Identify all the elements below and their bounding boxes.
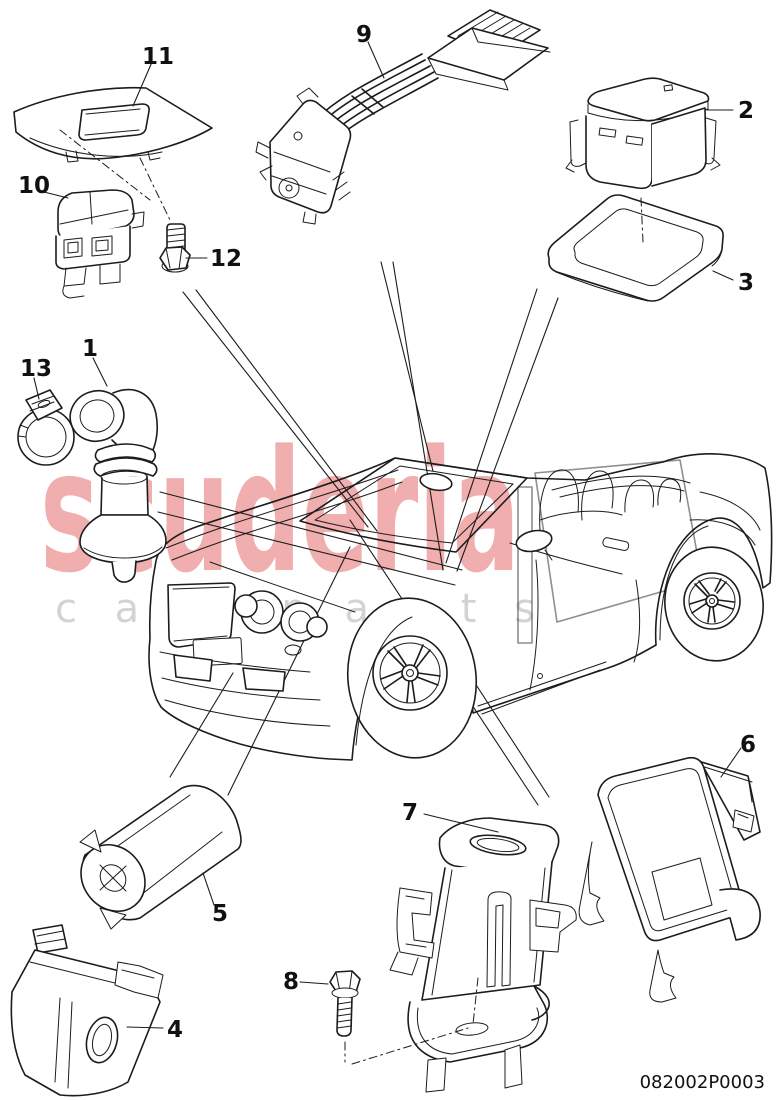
part-11-trim-panel: [13, 86, 213, 163]
part-2-housing: [565, 77, 721, 190]
front-wheel-spokes: [380, 644, 441, 703]
part-8-bolt: [329, 970, 361, 1037]
part-9-harness-switch: [255, 9, 551, 225]
rear-wheel-spokes: [689, 578, 735, 623]
callout-2: 2: [738, 98, 754, 124]
sun-visor: [419, 472, 453, 492]
part-10-switch: [55, 189, 145, 299]
part-12-screw: [159, 223, 191, 273]
document-code: 082002P0003: [640, 1072, 765, 1093]
callout-8: 8: [283, 969, 299, 995]
front-grille: [167, 582, 236, 648]
front-bumper: [159, 637, 543, 727]
callout-1: 1: [82, 336, 98, 362]
car-illustration: [148, 453, 773, 761]
callout-9: 9: [356, 22, 372, 48]
callout-3: 3: [738, 270, 754, 296]
rear-wheel: [659, 525, 764, 662]
part-13-hose-clamp: [17, 389, 75, 466]
door-handle: [602, 537, 630, 551]
callout-4: 4: [167, 1017, 183, 1043]
callout-7: 7: [402, 800, 418, 826]
harness-connector: [427, 9, 551, 91]
assembly-dash-lines: [59, 129, 644, 1065]
callout-6: 6: [740, 732, 756, 758]
callout-5: 5: [212, 901, 228, 927]
part-6-module: [578, 756, 761, 1003]
callout-11: 11: [142, 44, 174, 70]
part-7-holder: [389, 817, 577, 1093]
side-mirror: [515, 529, 553, 561]
part-5-sensor: [79, 784, 242, 930]
part-1-elbow-pipe: [69, 388, 167, 583]
part-3-seal-frame: [547, 194, 724, 302]
callout-13: 13: [20, 356, 52, 382]
front-wheel: [346, 597, 478, 759]
callout-leader-lines: [33, 41, 742, 1029]
callout-labels: 1 2 3 4 5 6 7 8 9 10 11 12 13: [18, 22, 756, 1043]
headlights: [234, 590, 328, 656]
callout-12: 12: [210, 246, 242, 272]
switch-body: [255, 87, 352, 225]
callout-10: 10: [18, 173, 50, 199]
part-4-bracket: [10, 924, 164, 1097]
